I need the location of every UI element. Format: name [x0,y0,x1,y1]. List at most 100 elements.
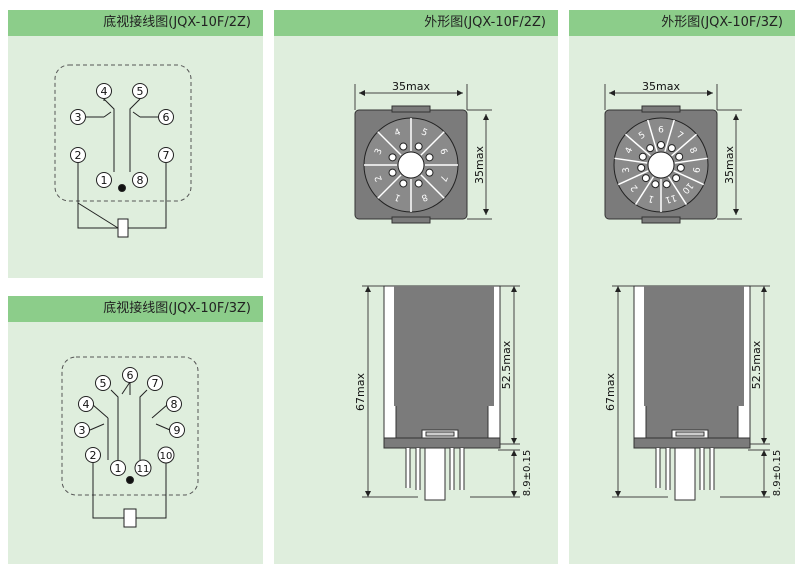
key-dot [126,476,134,484]
svg-text:6: 6 [127,369,134,382]
pin-4: 4 [96,83,112,99]
socket-number: 1 [393,191,402,202]
socket-hole [667,144,676,153]
coil [123,508,137,528]
dim-body-height: 52.5max [750,340,763,389]
socket-divider [667,176,688,205]
coil [117,218,129,238]
socket-hole [676,163,685,172]
svg-text:7: 7 [163,149,170,162]
dim-body-height: 52.5max [500,340,513,389]
dim-pin-length: 8.9±0.15 [772,450,783,497]
pin-10: 10 [157,446,175,464]
pin-3: 3 [74,422,90,438]
socket-number: 6 [437,147,449,156]
svg-text:9: 9 [174,424,181,437]
socket-number: 7 [437,174,448,183]
dim-depth: 35max [723,146,736,184]
pin-9: 9 [169,422,185,438]
socket-number: 7 [675,130,685,142]
pin-1: 1 [96,172,112,188]
socket-number: 8 [687,146,699,156]
socket-hole [425,168,434,177]
pin-4: 4 [78,396,94,412]
svg-text:5: 5 [100,377,107,390]
svg-text:3: 3 [75,111,82,124]
svg-text:8: 8 [137,174,144,187]
socket-hole [672,174,681,183]
wire-5-8 [129,98,141,172]
svg-text:2: 2 [90,449,97,462]
socket-divider [377,174,402,199]
socket-hole [399,142,408,151]
dim-width: 35max [392,80,430,93]
socket-number: 3 [621,166,632,173]
socket-divider [673,170,705,186]
socket-divider [377,131,402,156]
socket-divider [420,131,445,156]
wire-4 [92,404,109,419]
svg-text:4: 4 [83,398,90,411]
socket-hole [641,174,650,183]
socket-divider [617,170,649,186]
wire-10-coil [136,462,167,519]
svg-text:4: 4 [101,85,108,98]
socket-number: 6 [658,126,664,136]
svg-text:6: 6 [163,111,170,124]
socket-number: 5 [637,130,647,142]
dim-depth: 35max [473,146,486,184]
wiring-3z-diagram: 5 6 7 4 8 3 9 2 10 1 11 [61,356,199,528]
socket-hole [414,179,423,188]
socket-number: 1 [647,192,655,203]
svg-text:1: 1 [101,174,108,187]
wire-4-1 [103,98,115,172]
socket-number: 2 [629,182,640,193]
pin-6: 6 [158,109,174,125]
base-outline [54,64,192,202]
pin-8: 8 [132,172,148,188]
wire-7-11 [139,389,148,460]
wire-5-1 [110,389,119,460]
svg-text:3: 3 [79,424,86,437]
wire-2-coil [92,462,124,519]
socket-divider [624,133,651,157]
svg-text:2: 2 [75,149,82,162]
pin-2: 2 [70,147,86,163]
socket-hole [637,163,646,172]
socket-number: 2 [373,174,384,183]
pin-7: 7 [158,147,174,163]
socket-divider [674,157,708,164]
socket-hole [399,179,408,188]
wiring-2z-diagram: 4 5 3 6 2 7 1 8 [54,64,192,238]
dim-height: 67max [604,373,617,411]
pin-8: 8 [166,396,182,412]
socket-number: 8 [419,191,428,203]
socket-hole [646,144,655,153]
pin-1: 1 [110,460,126,476]
socket-divider [634,176,655,205]
socket-number: 9 [690,166,701,173]
socket-hole [414,142,423,151]
pin-5: 5 [132,83,148,99]
wiring-3z-panel: 底视接线图(JQX-10F/3Z) 5 6 7 4 8 3 9 2 [8,296,263,564]
socket-divider [614,157,648,164]
socket-hole [388,153,397,162]
svg-text:7: 7 [152,377,159,390]
wiring-2z-panel: 底视接线图(JQX-10F/2Z) 4 5 3 6 2 7 1 8 [8,10,263,278]
svg-text:5: 5 [137,85,144,98]
socket-divider [671,133,698,157]
socket-divider [420,174,445,199]
dim-height: 67max [354,373,367,411]
outline-2z-title: 外形图(JQX-10F/2Z) [274,10,558,36]
socket-hole [662,180,671,189]
outline-3z-title: 外形图(JQX-10F/3Z) [569,10,795,36]
svg-text:1: 1 [115,462,122,475]
socket-number: 4 [624,146,636,156]
socket-number: 4 [393,127,402,139]
socket-hole [425,153,434,162]
pin-5: 5 [95,375,111,391]
pin-6: 6 [122,367,138,383]
socket-divider [647,119,658,152]
